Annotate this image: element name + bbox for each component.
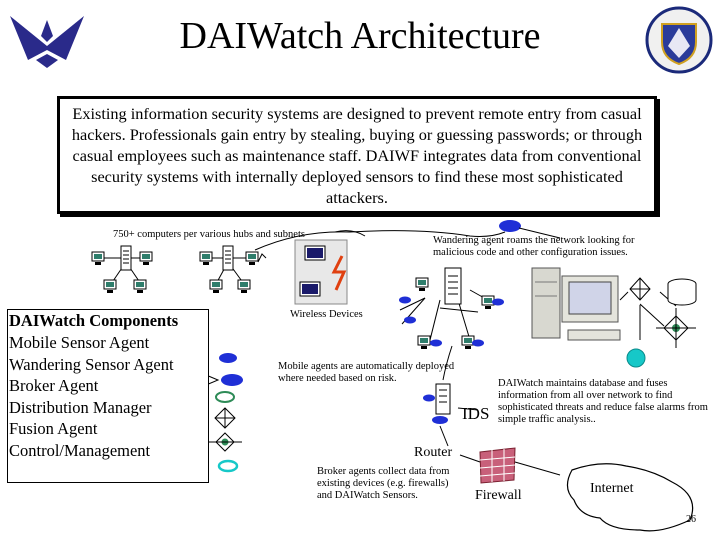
mobile-agent-icon (404, 316, 416, 324)
label-ids: IDS (462, 404, 490, 423)
hub-cluster-1 (91, 245, 153, 294)
label-router: Router (414, 445, 453, 460)
computer-icon (139, 251, 153, 266)
distribution-manager-icon (214, 407, 236, 429)
summary-box: Existing information security systems ar… (57, 96, 657, 214)
wandering-agent-icon (499, 220, 521, 232)
summary-text: Existing information security systems ar… (71, 104, 643, 207)
label-wireless-devices: Wireless Devices (290, 309, 363, 320)
list-item: Fusion Agent (9, 419, 98, 439)
mobile-agent-icon (432, 416, 448, 424)
label-internet: Internet (590, 481, 634, 496)
fusion-agent-icon (208, 432, 242, 452)
computer-icon (91, 251, 105, 266)
computer-icon (417, 335, 431, 350)
components-title: DAIWatch Components (9, 311, 179, 330)
control-management-icon (217, 459, 239, 473)
mobile-agent-icon (472, 339, 484, 347)
hub-cluster-2 (199, 245, 259, 294)
database-server-picture (531, 267, 621, 341)
label-database: DAIWatch maintains database and fuses in… (498, 378, 708, 425)
hub-icon (120, 245, 132, 271)
computer-icon (415, 277, 429, 292)
mobile-agent-icon (430, 339, 442, 347)
mobile-agent-icon (219, 353, 237, 363)
hub-icon (222, 245, 234, 271)
broker-agent-icon (215, 391, 235, 403)
list-item: Control/Management (9, 440, 151, 460)
control-management-icon (656, 308, 696, 348)
computer-icon (237, 279, 251, 294)
components-list: Mobile Sensor Agent Wandering Sensor Age… (8, 332, 208, 462)
internet-cloud-icon (566, 463, 694, 532)
fusion-agent-icon (626, 348, 646, 368)
list-item: Wandering Sensor Agent (9, 354, 174, 374)
list-item: Mobile Sensor Agent (9, 333, 150, 352)
components-box: DAIWatch Components Mobile Sensor Agent … (7, 309, 209, 483)
computer-icon (209, 279, 223, 294)
label-wandering-agent: Wandering agent roams the network lookin… (433, 235, 635, 258)
computer-icon (133, 279, 147, 294)
mobile-agent-icon (492, 298, 504, 306)
components-legend (205, 353, 243, 473)
label-computers-hubs: 750+ computers per various hubs and subn… (113, 229, 305, 240)
wandering-agent-icon (221, 374, 243, 386)
router-icon (435, 383, 451, 415)
mobile-agent-icon (423, 394, 435, 402)
computer-icon (245, 251, 259, 266)
usaf-logo-icon (10, 16, 84, 68)
computer-icon (103, 279, 117, 294)
slide-title: DAIWatch Architecture (179, 15, 541, 57)
label-broker-agents: Broker agents collect data from existing… (317, 466, 450, 501)
database-icon (667, 278, 697, 306)
page-number: 26 (686, 514, 696, 525)
distribution-manager-icon (629, 277, 651, 301)
list-item: Distribution Manager (9, 397, 152, 417)
mobile-agent-icon (399, 296, 411, 304)
label-mobile-agents: Mobile agents are automatically deployed… (278, 361, 455, 384)
wireless-devices-picture (294, 239, 348, 305)
computer-icon (199, 251, 213, 266)
server-tower-icon (399, 267, 496, 341)
firewall-icon (479, 447, 516, 484)
label-firewall: Firewall (475, 488, 522, 503)
list-item: Broker Agent (9, 376, 99, 396)
afrl-shield-icon (645, 6, 713, 74)
